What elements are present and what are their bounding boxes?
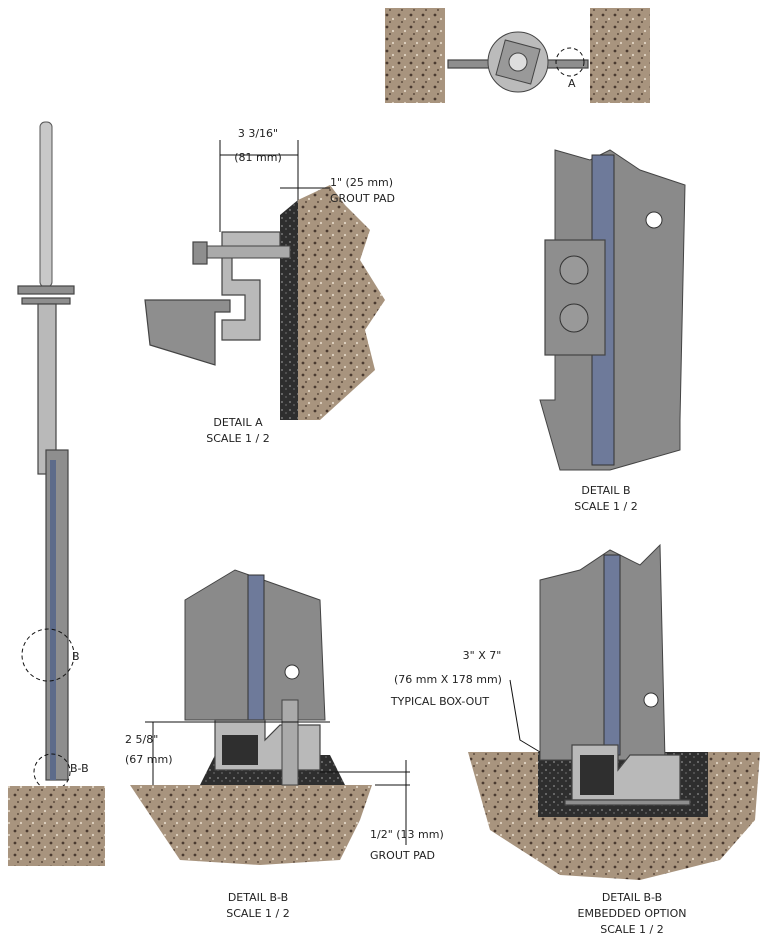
post-hole (643, 692, 659, 708)
detail-bb-embedded: 3" X 7" (76 mm X 178 mm) TYPICAL BOX-OUT… (390, 543, 760, 936)
detail-a-grout-label: GROUT PAD (330, 192, 395, 205)
foundation-block (8, 786, 105, 866)
detail-b-scale: SCALE 1 / 2 (574, 500, 637, 513)
lower-plate (21, 297, 71, 305)
post-hole (645, 211, 663, 229)
stone-block-right (590, 8, 650, 103)
anchor-bolt (204, 245, 291, 259)
post-center-knob (508, 52, 528, 72)
detail-b-callout-circle (21, 628, 75, 682)
detail-a-callout-label: A (568, 77, 576, 90)
boxout-size-mm: (76 mm X 178 mm) (394, 673, 502, 686)
post-rod (39, 121, 53, 288)
hinge-bolt-upper (559, 255, 589, 285)
boxout-leader-line (509, 679, 541, 753)
detail-bb-height-mm: (67 mm) (125, 753, 173, 766)
detail-bb: 2 5/8" (67 mm) 1/2" (13 mm) GROUT PAD DE… (125, 569, 444, 920)
top-view: A (385, 8, 650, 103)
detail-bb-height-dim: 2 5/8" (125, 733, 158, 746)
hinge-bolt-lower (559, 303, 589, 333)
channel-fill (580, 755, 614, 795)
detail-bb-callout-label: B-B (70, 762, 89, 775)
elevation-view: B B-B (8, 121, 105, 866)
detail-b-callout-label: B (72, 650, 80, 663)
detail-a-grout-dim: 1" (25 mm) (330, 176, 393, 189)
channel-fill (222, 735, 258, 765)
detail-a-scale: SCALE 1 / 2 (206, 432, 269, 445)
detail-a: 3 3/16" (81 mm) 1" (25 mm) GROUT PAD DET… (144, 127, 395, 445)
detail-a-width-mm: (81 mm) (234, 151, 282, 164)
detail-bb-title: DETAIL B-B (228, 891, 288, 904)
post-lower-plate (50, 460, 56, 780)
gate-arm (144, 299, 231, 366)
boxout-size: 3" X 7" (463, 649, 502, 662)
anchor-bolt (281, 699, 299, 786)
detail-a-width-dim: 3 3/16" (238, 127, 278, 140)
post-section (539, 543, 666, 761)
detail-bb-grout-label: GROUT PAD (370, 849, 435, 862)
detail-a-title: DETAIL A (213, 416, 263, 429)
foundation-slab (130, 785, 372, 865)
detail-a-callout-circle (555, 47, 585, 77)
stone-block-left (385, 8, 445, 103)
detail-bb-scale: SCALE 1 / 2 (226, 907, 289, 920)
boxout-label: TYPICAL BOX-OUT (390, 695, 489, 708)
detail-bb-embedded-subtitle: EMBEDDED OPTION (578, 907, 687, 920)
post-shaft (37, 303, 57, 475)
detail-b-title: DETAIL B (581, 484, 630, 497)
top-plate (17, 285, 75, 295)
grout-pad (280, 200, 298, 420)
detail-b: DETAIL B SCALE 1 / 2 (539, 149, 686, 513)
post-lower (45, 449, 69, 781)
stone-wall (298, 185, 385, 420)
post-plate (603, 554, 621, 756)
detail-bb-embedded-title: DETAIL B-B (602, 891, 662, 904)
post-plate (247, 574, 265, 721)
bolt-nut (192, 241, 208, 265)
base-plate (564, 799, 691, 806)
detail-bb-embedded-scale: SCALE 1 / 2 (600, 923, 663, 936)
detail-bb-grout-dim: 1/2" (13 mm) (370, 828, 444, 841)
post-hole (284, 664, 300, 680)
